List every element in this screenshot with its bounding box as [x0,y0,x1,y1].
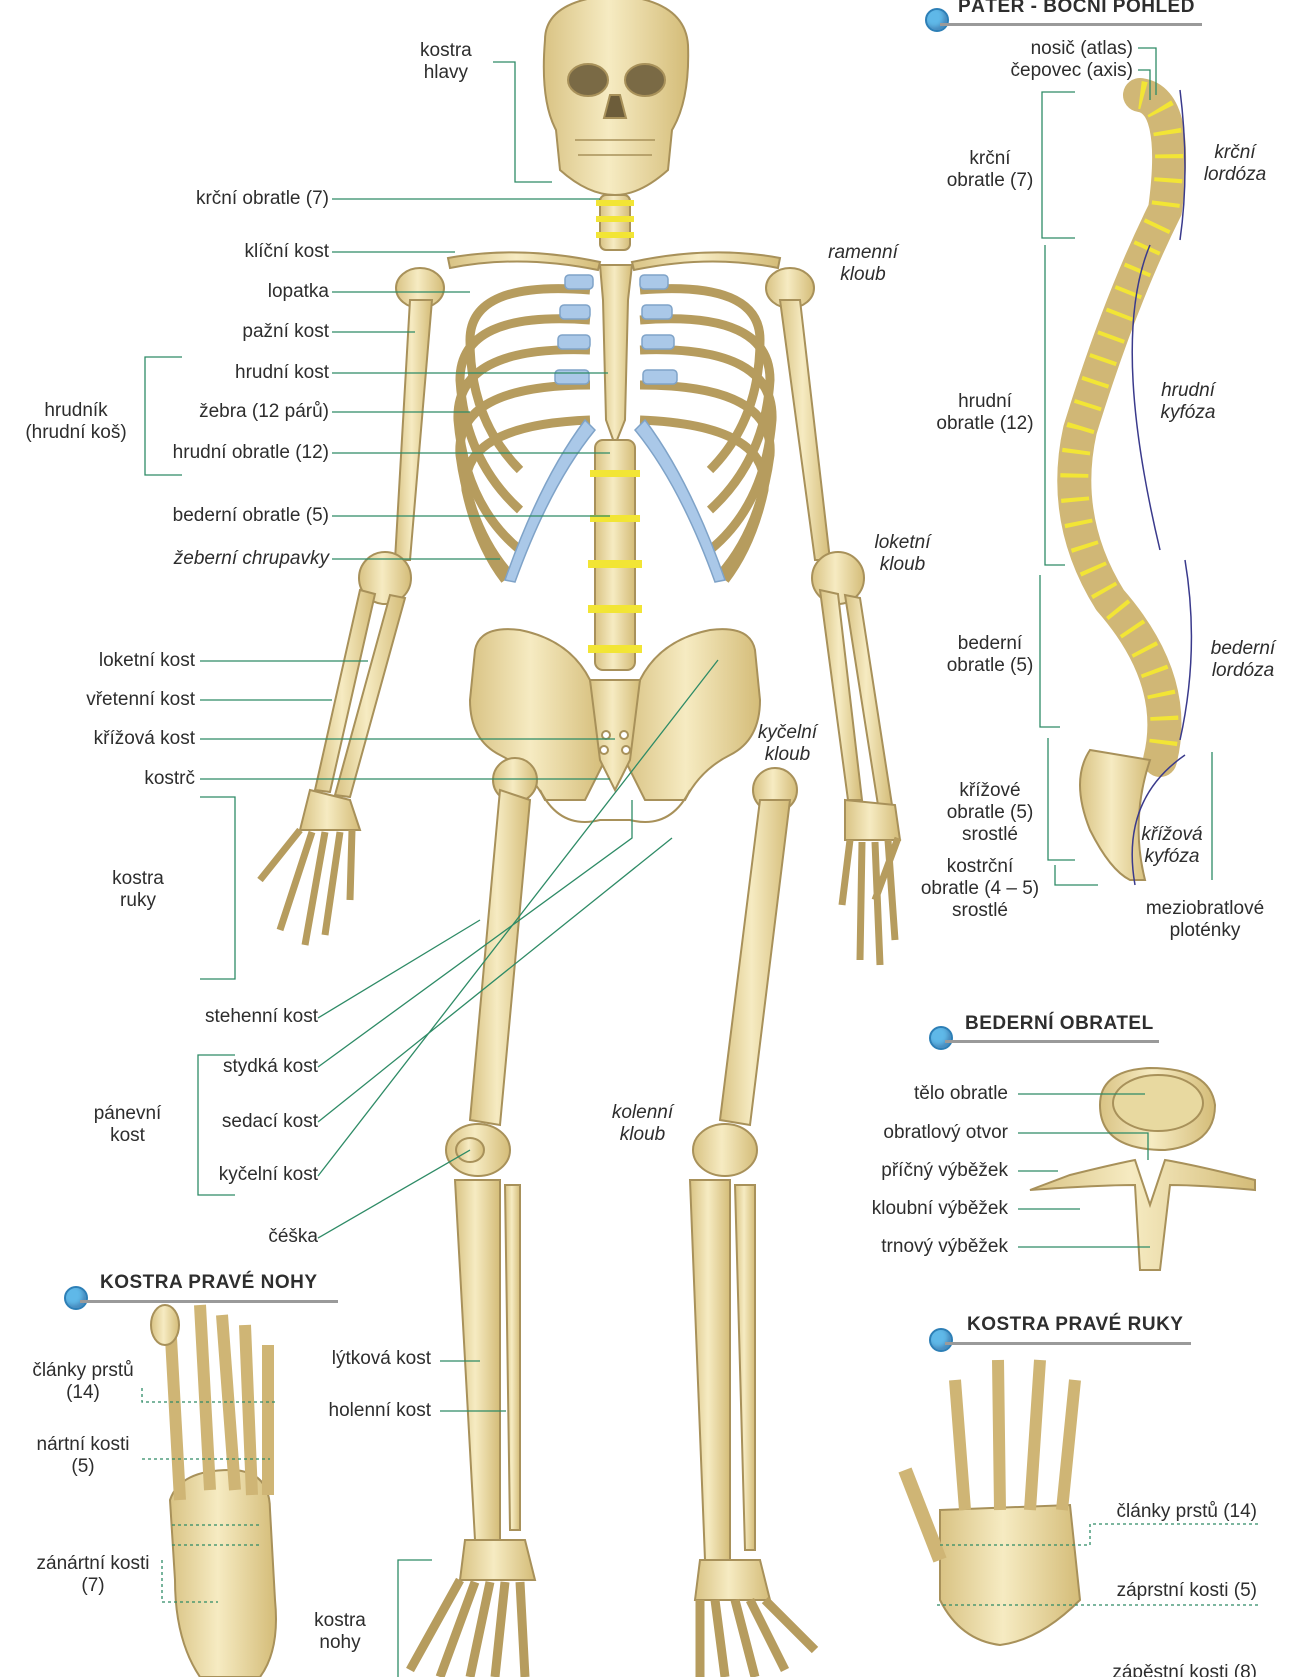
section-title-vertebra: BEDERNÍ OBRATEL [965,1013,1154,1034]
section-dot-spine [925,8,949,32]
label-spine-sacral: křížové obratle (5) srostlé [946,780,1034,845]
label-lumbar-lordosis: bederní lordóza [1210,638,1276,681]
left-clavicle [446,251,602,272]
label-hand-phalanges: články prstů (14) [1116,1501,1257,1522]
ribcage [453,284,777,583]
label-clavicle: klíční kost [244,241,329,262]
cervical-spine [596,194,634,251]
label-cervical-lordosis: krční lordóza [1203,142,1267,185]
skull [542,0,690,197]
label-spine-coccygeal: kostrční obratle (4 – 5) srostlé [920,856,1040,921]
label-pelvis: pánevní kost [93,1103,162,1146]
label-carpals: zápěstní kosti (8) [1112,1662,1257,1677]
right-clavicle [630,251,782,272]
label-sacrum: křížová kost [93,728,195,749]
label-sacral-kyphosis: křížová kyfóza [1141,824,1203,867]
label-ulna: loketní kost [98,650,195,671]
section-rule-foot [80,1300,338,1303]
label-vertebral-body: tělo obratle [913,1083,1008,1104]
label-costal-cartilage: žeberní chrupavky [173,548,329,569]
foot-drawing [150,1304,277,1677]
label-sternum: hrudní kost [235,362,329,383]
label-fibula: lýtková kost [331,1348,431,1369]
section-dot-vertebra [929,1026,953,1050]
pelvis [468,628,762,823]
label-patella: čéška [268,1226,318,1247]
label-shoulder-joint: ramenní kloub [828,242,898,285]
label-coccyx: kostrč [144,768,195,789]
label-tibia: holenní kost [328,1400,431,1421]
lumbar-vertebra-drawing [1029,1066,1256,1271]
label-metacarpals: záprstní kosti (5) [1116,1580,1257,1601]
leader-lines [141,47,1258,1677]
label-ilium: kyčelní kost [218,1164,318,1185]
side-spine [1057,78,1187,881]
label-spinous-process: trnový výběžek [881,1236,1008,1257]
label-thoracic-kyphosis: hrudní kyfóza [1160,380,1216,423]
label-elbow-joint: loketní kloub [874,532,931,575]
label-spine-thoracic: hrudní obratle (12) [936,391,1034,434]
label-radius: vřetenní kost [86,689,195,710]
label-tarsals: zánártní kosti (7) [36,1553,150,1596]
label-foot-phalanges: články prstů (14) [32,1360,134,1403]
label-pubis: stydká kost [222,1056,318,1077]
section-rule-hand [945,1342,1191,1345]
right-leg [688,767,819,1677]
label-humerus: pažní kost [242,321,329,342]
label-metatarsals: nártní kosti (5) [36,1434,130,1477]
section-title-hand: KOSTRA PRAVÉ RUKY [967,1314,1184,1335]
label-intervertebral-discs: meziobratlové ploténky [1145,898,1265,941]
label-lumbar-vertebrae: bederní obratle (5) [172,505,329,526]
section-rule-spine [940,23,1202,26]
label-thorax: hrudník (hrudní koš) [25,400,127,443]
sternum [598,264,634,448]
section-title-foot: KOSTRA PRAVÉ NOHY [100,1272,318,1293]
label-hip-joint: kyčelní kloub [757,722,818,765]
section-dot-hand [929,1328,953,1352]
label-vertebral-foramen: obratlový otvor [883,1122,1008,1143]
left-leg [406,757,538,1677]
section-dot-foot [64,1286,88,1310]
curve-brackets [1131,89,1193,886]
section-title-spine: PÁTEŘ - BOČNÍ POHLED [958,0,1195,17]
label-cervical-vertebrae: krční obratle (7) [195,188,329,209]
label-atlas: nosič (atlas) [1030,38,1133,59]
label-axis: čepovec (axis) [1010,60,1134,81]
label-knee-joint: kolenní kloub [611,1102,674,1145]
label-spine-lumbar: bederní obratle (5) [946,633,1034,676]
label-thoracic-vertebrae: hrudní obratle (12) [172,442,329,463]
label-ribs: žebra (12 párů) [199,401,329,422]
label-femur: stehenní kost [204,1006,318,1027]
section-rule-vertebra [945,1040,1159,1043]
label-spine-cervical: krční obratle (7) [946,148,1034,191]
label-ischium: sedací kost [221,1111,318,1132]
label-leg: kostra nohy [314,1610,366,1653]
spinal-column [588,439,642,671]
left-arm [257,267,445,946]
label-transverse-process: příčný výběžek [881,1160,1008,1181]
label-skull: kostra hlavy [420,40,472,83]
right-arm [765,267,902,966]
hand-drawing [898,1359,1082,1647]
label-scapula: lopatka [267,281,329,302]
label-articular-process: kloubní výběžek [871,1198,1008,1219]
label-hand: kostra ruky [112,868,164,911]
